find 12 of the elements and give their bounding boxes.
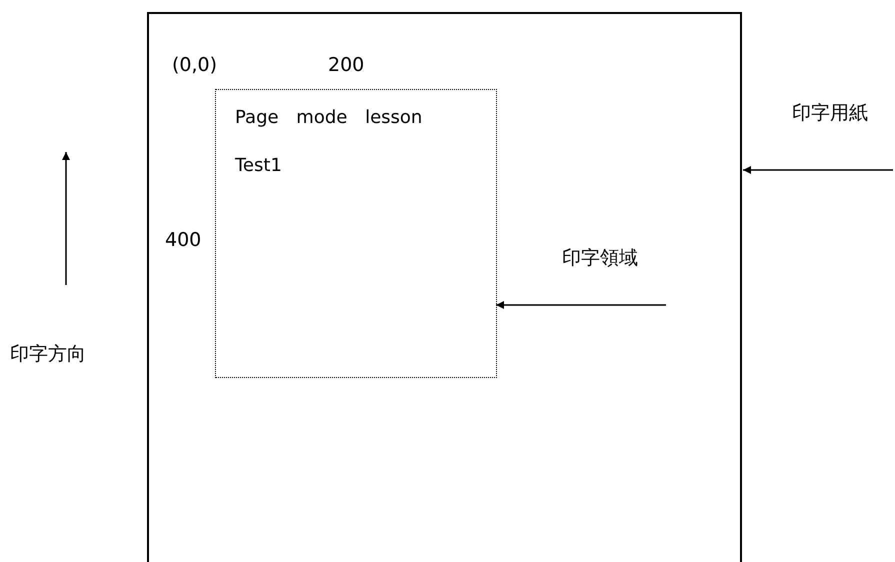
text-line: Test1	[235, 155, 282, 177]
paper-sheet	[147, 12, 742, 562]
callout-label: 印字用紙	[792, 100, 895, 126]
print-area-box	[215, 89, 497, 378]
coordinate-label: 400	[165, 229, 202, 251]
coordinate-label: 200	[328, 54, 364, 76]
callout-label: 印字領域	[562, 245, 668, 271]
direction-label: 印字方向	[10, 343, 86, 365]
coordinate-label: (0,0)	[172, 54, 218, 76]
arrow	[496, 301, 666, 309]
arrow	[743, 166, 893, 174]
text-line: Page mode lesson	[235, 107, 422, 129]
